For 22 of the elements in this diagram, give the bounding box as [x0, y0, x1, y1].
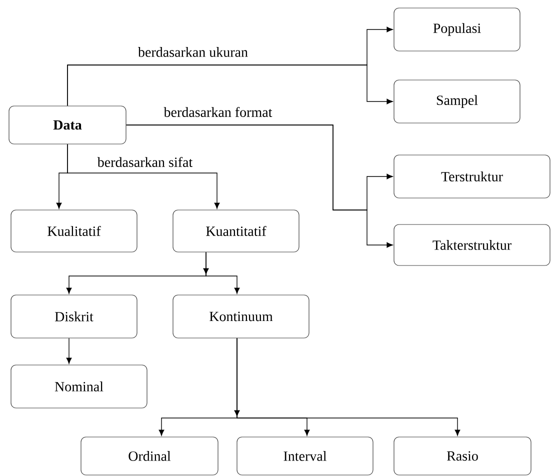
process-box: Diskrit — [10, 294, 138, 338]
arrow — [67, 64, 393, 106]
process-box: Kontinuum — [172, 294, 310, 338]
edge-label: berdasarkan format — [162, 106, 274, 118]
arrow — [126, 124, 393, 248]
arrow — [67, 144, 220, 209]
process-box: Populasi — [394, 8, 520, 52]
process-box: Data — [8, 106, 126, 144]
arrow — [206, 252, 240, 294]
edge-label: berdasarkan ukuran — [137, 46, 249, 58]
process-box: Takterstruktur — [394, 224, 550, 266]
process-box: Kualitatif — [10, 210, 138, 252]
process-box: Terstruktur — [394, 154, 550, 198]
process-box: Ordinal — [80, 436, 218, 476]
arrow — [236, 338, 460, 436]
process-box: Interval — [236, 436, 374, 476]
process-box: Sampel — [394, 80, 520, 124]
edge-label: berdasarkan sifat — [96, 156, 194, 168]
process-box: Nominal — [10, 364, 148, 408]
process-box: Kuantitatif — [172, 210, 300, 252]
arrow — [66, 338, 72, 364]
process-box: Rasio — [394, 436, 532, 476]
